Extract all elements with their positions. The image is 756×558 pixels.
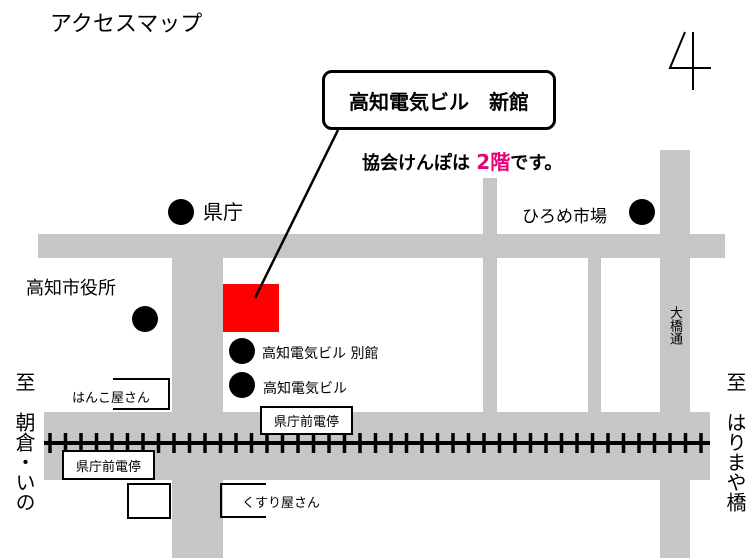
tram-stop-label-north: 県庁前電停 <box>260 406 353 435</box>
prefecture-office-marker <box>168 199 194 225</box>
callout-box: 高知電気ビル 新館 <box>322 70 556 130</box>
drugstore-outline <box>220 483 266 518</box>
target-building <box>223 284 279 332</box>
tram-railway <box>44 433 710 453</box>
city-hall-label: 高知市役所 <box>26 278 116 299</box>
note-prefix: 協会けんぽは <box>362 153 477 174</box>
drugstore-label: くすり屋さん <box>242 496 321 511</box>
north-arrow-icon <box>668 31 711 90</box>
direction-west: 至 朝倉・いの <box>12 372 36 512</box>
note-floor: 2階 <box>476 150 511 174</box>
hanko-shop-label: はんこ屋さん <box>72 391 151 406</box>
floor-note: 協会けんぽは 2階です。 <box>362 146 562 175</box>
direction-east: 至 はりまや橋 <box>723 372 747 512</box>
hanko-shop-outline <box>113 378 170 410</box>
main-building-marker <box>229 372 255 398</box>
annex-marker <box>229 338 255 364</box>
road-upper <box>38 234 725 258</box>
main-building-label: 高知電気ビル <box>263 381 347 397</box>
annex-label: 高知電気ビル 別館 <box>262 346 379 362</box>
hirome-market-marker <box>629 199 655 225</box>
building-square <box>127 483 171 519</box>
prefecture-office-label: 県庁 <box>203 200 243 224</box>
road-middle-vertical <box>483 178 497 418</box>
tram-stop-label-south: 県庁前電停 <box>62 450 155 480</box>
road-left-vertical <box>172 234 223 558</box>
city-hall-marker <box>132 306 158 332</box>
street-name-label: 大橋通 <box>667 306 682 345</box>
road-right-minor <box>588 234 601 414</box>
note-suffix: です。 <box>510 153 563 174</box>
road-ohashi-dori <box>660 150 690 558</box>
hirome-market-label: ひろめ市場 <box>522 207 607 227</box>
map-title: アクセスマップ <box>50 12 203 37</box>
